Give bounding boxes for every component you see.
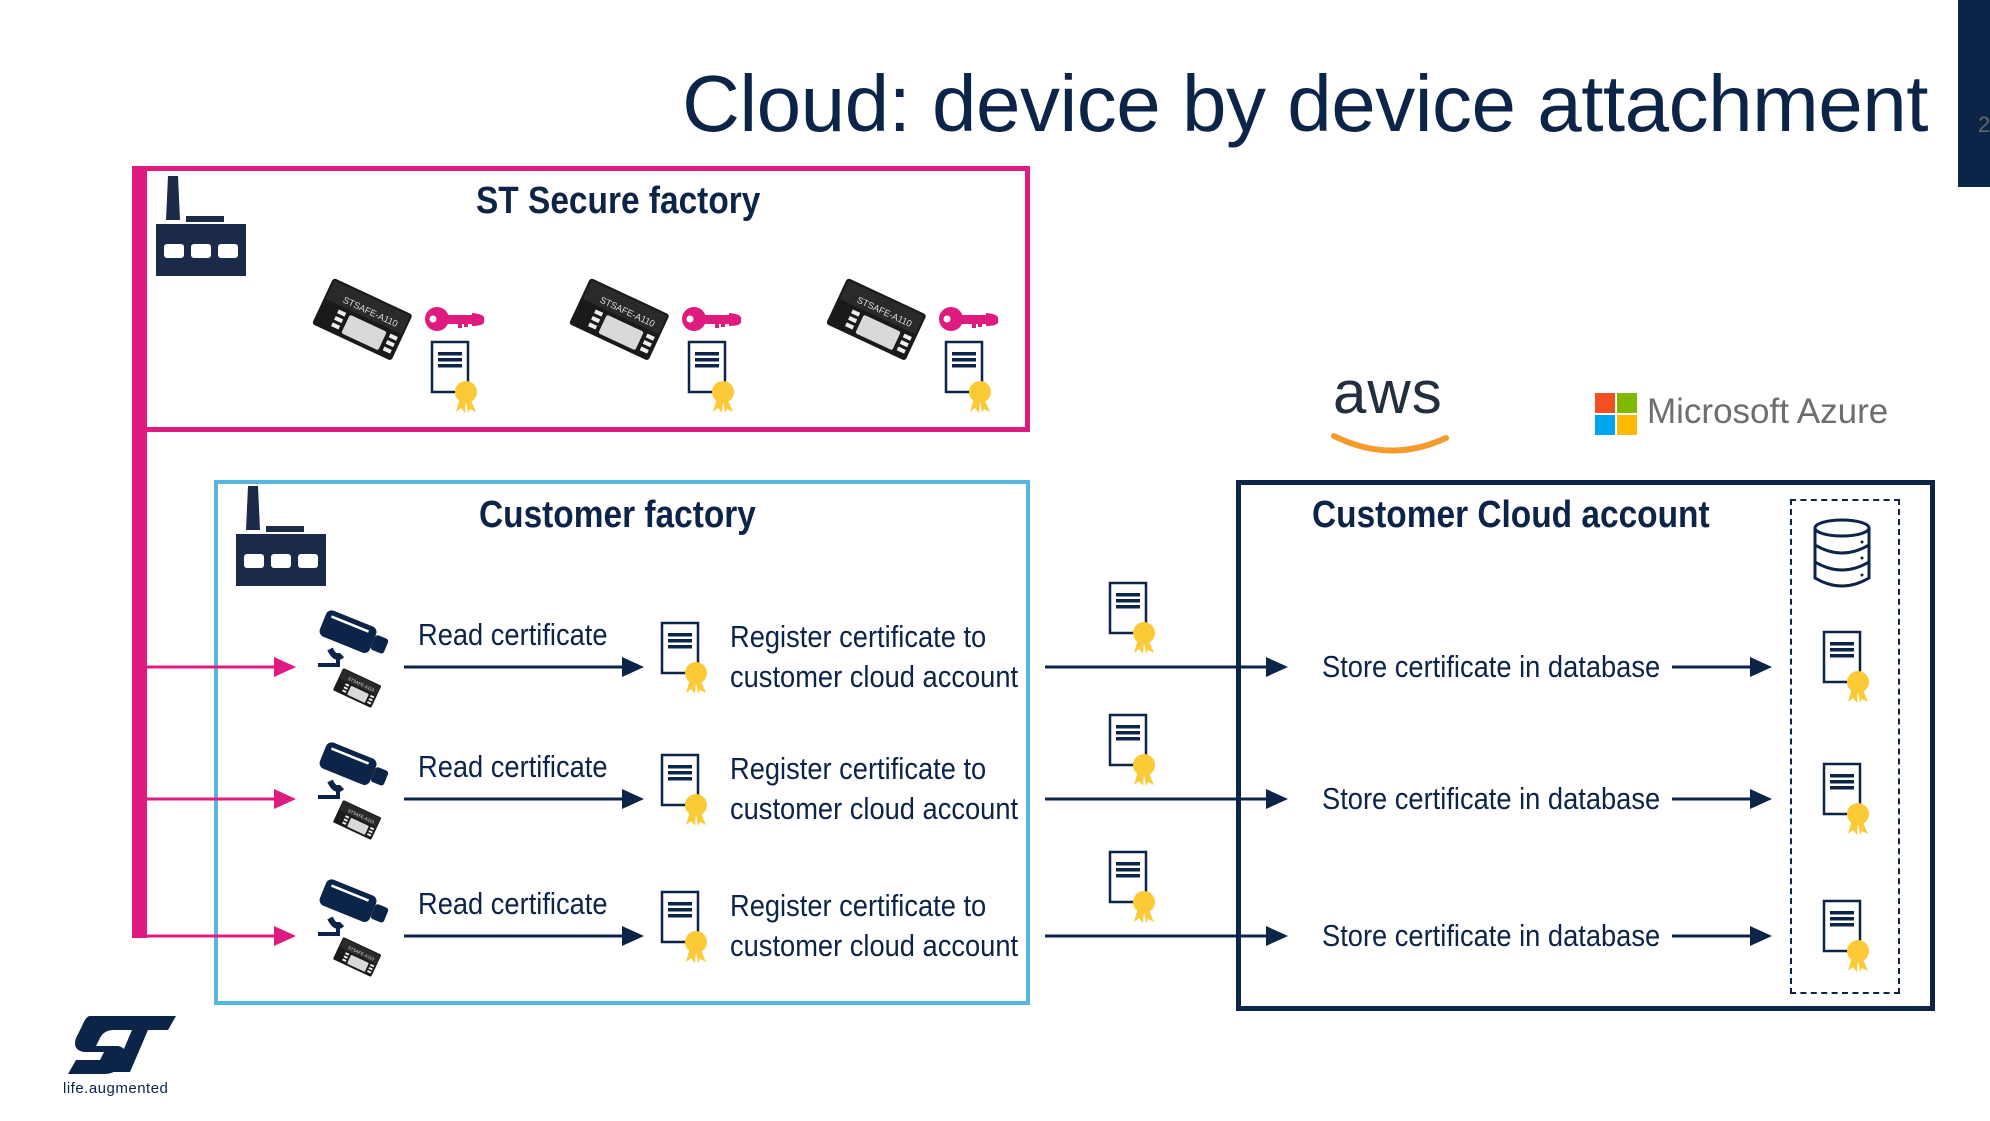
database-container (1790, 499, 1900, 994)
page-number: 2 (1978, 112, 1990, 137)
st-flow-bar (132, 166, 147, 938)
st-tagline: life.augmented (63, 1080, 169, 1097)
read-arrow (404, 657, 644, 677)
factory-icon (156, 176, 246, 276)
certificate-icon (1108, 581, 1155, 654)
camera-device-icon (318, 610, 389, 667)
secure-element-chip-icon: STSAFE-A110 (333, 800, 381, 840)
store-certificate-label: Store certificate in database (1322, 918, 1661, 953)
register-arrow (1045, 657, 1288, 677)
secure-element-chip-icon: STSAFE-A110 (333, 668, 381, 708)
certificate-icon (1108, 713, 1155, 786)
microsoft-logo-icon (1595, 393, 1637, 435)
customer-cloud-account-heading: Customer Cloud account (1312, 494, 1710, 536)
pink-arrow (147, 926, 296, 946)
certificate-icon (944, 340, 991, 413)
factory-icon (236, 486, 326, 586)
certificate-icon (660, 621, 707, 694)
secure-element-chip-icon: STSAFE-A110 (333, 937, 381, 977)
read-certificate-label: Read certificate (418, 886, 608, 921)
azure-logo-text: Microsoft Azure (1647, 392, 1889, 431)
store-certificate-label: Store certificate in database (1322, 781, 1661, 816)
register-certificate-label-line2: customer cloud account (730, 659, 1019, 694)
secure-element-chip-icon: STSAFE-A110 (312, 278, 412, 360)
certificate-icon (430, 340, 477, 413)
key-icon (425, 307, 485, 331)
certificate-icon (660, 753, 707, 826)
register-arrow (1045, 926, 1288, 946)
register-certificate-label-line2: customer cloud account (730, 791, 1019, 826)
st-secure-factory-box (142, 166, 1030, 432)
certificate-icon (660, 890, 707, 963)
read-arrow (404, 789, 644, 809)
header-accent-bar (1958, 0, 1990, 187)
stored-certificate-icon (1822, 630, 1869, 703)
certificate-icon (1108, 850, 1155, 923)
store-certificate-label: Store certificate in database (1322, 649, 1661, 684)
register-certificate-label-line1: Register certificate to (730, 619, 987, 654)
store-arrow (1672, 657, 1772, 677)
camera-device-icon (318, 879, 389, 936)
register-certificate-label-line2: customer cloud account (730, 928, 1019, 963)
store-arrow (1672, 789, 1772, 809)
read-certificate-label: Read certificate (418, 617, 608, 652)
aws-smile-icon (1331, 433, 1449, 454)
secure-element-chip-icon: STSAFE-A110 (569, 278, 669, 360)
pink-arrow (147, 657, 296, 677)
st-logo-icon (68, 1016, 176, 1074)
read-certificate-label: Read certificate (418, 749, 608, 784)
store-arrow (1672, 926, 1772, 946)
key-icon (682, 307, 742, 331)
pink-arrow (147, 789, 296, 809)
st-secure-factory-heading: ST Secure factory (476, 180, 761, 222)
secure-element-chip-icon: STSAFE-A110 (826, 278, 926, 360)
database-icon (1813, 518, 1871, 588)
read-arrow (404, 926, 644, 946)
customer-factory-heading: Customer factory (479, 494, 756, 536)
camera-device-icon (318, 742, 389, 799)
register-certificate-label-line1: Register certificate to (730, 888, 987, 923)
aws-logo: aws (1333, 359, 1443, 426)
stored-certificate-icon (1822, 899, 1869, 972)
certificate-icon (687, 340, 734, 413)
slide-title: Cloud: device by device attachment (682, 59, 1928, 148)
stored-certificate-icon (1822, 762, 1869, 835)
key-icon (939, 307, 999, 331)
customer-factory-box (214, 480, 1030, 1005)
register-arrow (1045, 789, 1288, 809)
register-certificate-label-line1: Register certificate to (730, 751, 987, 786)
customer-cloud-account-box (1236, 480, 1935, 1011)
